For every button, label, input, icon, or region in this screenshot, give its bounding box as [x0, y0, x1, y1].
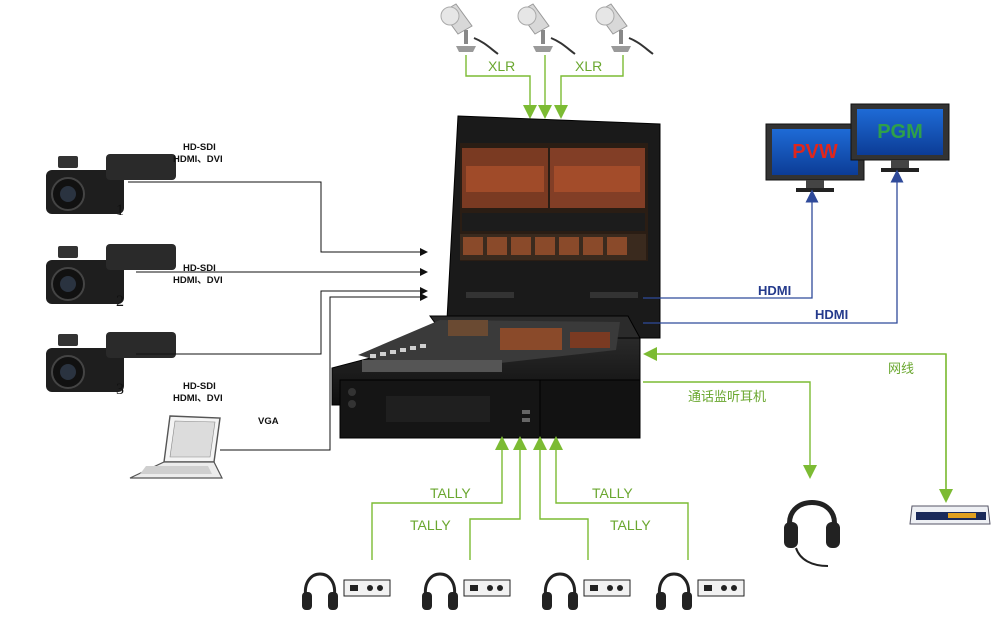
pgm-monitor-icon [850, 103, 950, 172]
tally-headset-station [302, 572, 391, 610]
camera-number: 2 [116, 293, 124, 310]
signal-label-line2: HDMI、DVI [173, 393, 223, 404]
intercom-headset-label: 通话监听耳机 [688, 390, 766, 405]
camera-icon [46, 332, 176, 392]
signal-label-line1: HD-SDI [183, 263, 216, 274]
camera-icon [46, 244, 176, 304]
pgm-label: PGM [877, 121, 923, 143]
tally-label: TALLY [592, 485, 633, 501]
tally-headset-station [542, 572, 631, 610]
pvw-label: PVW [792, 141, 838, 163]
router-icon [909, 505, 991, 525]
xlr-label-left: XLR [488, 58, 515, 74]
camera-connections [128, 181, 428, 451]
signal-label-line1: HD-SDI [183, 381, 216, 392]
hdmi-label: HDMI [815, 307, 848, 322]
microphone-icon [440, 3, 499, 55]
microphone-icon [595, 3, 654, 55]
pvw-monitor-icon [765, 123, 865, 192]
tally-label: TALLY [430, 485, 471, 501]
laptop-icon [129, 415, 223, 479]
camera-number: 1 [116, 202, 124, 219]
tally-connections [371, 436, 689, 560]
hdmi-connections [643, 169, 904, 324]
signal-label-line2: HDMI、DVI [173, 154, 223, 165]
headphones-icon [784, 500, 840, 567]
xlr-label-right: XLR [575, 58, 602, 74]
vga-label: VGA [258, 416, 279, 427]
tally-label: TALLY [410, 517, 451, 533]
network-connection [643, 347, 953, 503]
tally-label: TALLY [610, 517, 651, 533]
portable-switcher-unit [331, 115, 661, 439]
intercom-connection [643, 381, 817, 479]
camera-icon [46, 154, 176, 214]
camera-number: 3 [116, 381, 124, 398]
hdmi-label: HDMI [758, 283, 791, 298]
tally-headset-station [656, 572, 745, 610]
microphone-icon [517, 3, 576, 55]
network-label: 网线 [888, 362, 914, 377]
tally-headset-station [422, 572, 511, 610]
microphone-connections [465, 55, 624, 119]
signal-label-line2: HDMI、DVI [173, 275, 223, 286]
signal-label-line1: HD-SDI [183, 142, 216, 153]
